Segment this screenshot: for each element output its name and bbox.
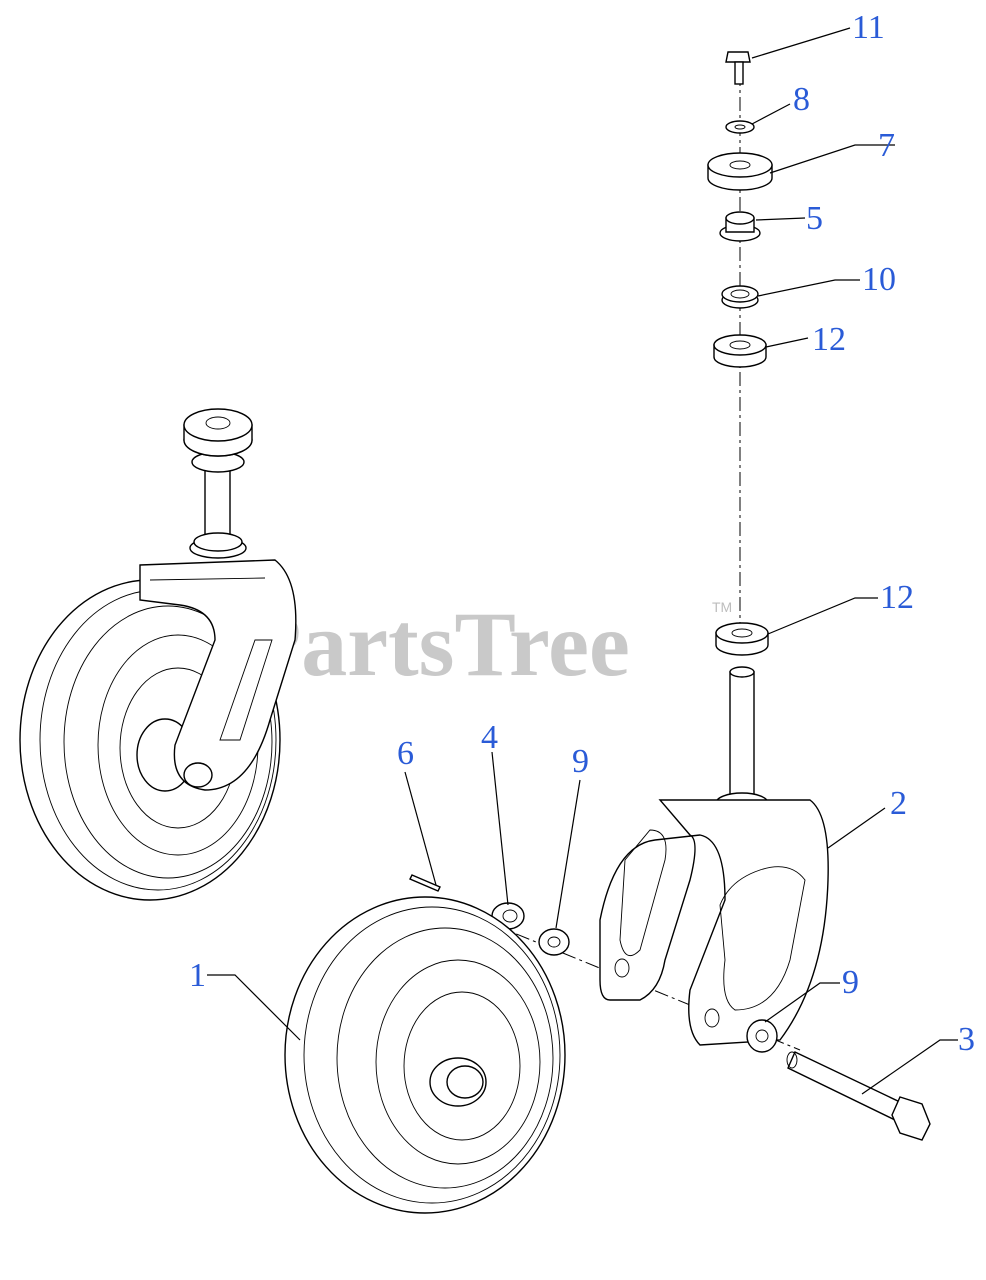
hex-bolt-11	[725, 51, 751, 85]
assembled-caster	[19, 408, 297, 901]
watermark-trademark: TM	[712, 599, 732, 615]
watermark-text: PartsTree	[245, 593, 630, 695]
outer-spacer-9	[746, 1019, 778, 1053]
callout-11[interactable]: 11	[852, 9, 885, 46]
callout-1[interactable]: 1	[189, 957, 206, 994]
fork-spindle	[729, 671, 755, 803]
wheel-assembly-1	[284, 896, 566, 1214]
assembled-cap	[183, 408, 253, 442]
callout-9-outer[interactable]: 9	[842, 964, 859, 1001]
seal-10	[721, 285, 759, 309]
lower-bearing-12	[715, 622, 769, 656]
cotter-pin-6	[409, 874, 441, 892]
watermark: PartsTree TM	[245, 593, 732, 695]
callout-7[interactable]: 7	[878, 127, 895, 164]
flange-nut-5	[719, 211, 761, 242]
axle-bolt-3	[786, 1051, 931, 1141]
assembled-axle-nut	[183, 762, 213, 788]
inner-spacer-9	[538, 928, 570, 956]
caster-fork-2	[599, 666, 829, 1046]
dust-cap-7	[707, 152, 773, 191]
callout-12-lower[interactable]: 12	[880, 579, 914, 616]
callout-2[interactable]: 2	[890, 785, 907, 822]
callout-12-upper[interactable]: 12	[812, 321, 846, 358]
callout-5[interactable]: 5	[806, 200, 823, 237]
callout-10[interactable]: 10	[862, 261, 896, 298]
callout-4[interactable]: 4	[481, 719, 498, 756]
upper-bearing-12	[713, 334, 767, 368]
washer-8	[725, 120, 755, 134]
assembled-fork	[139, 559, 297, 791]
callouts: 11 8 7 5 10 12 12 2 9 4 6 1 9 3	[189, 9, 975, 1058]
callout-3[interactable]: 3	[958, 1021, 975, 1058]
callout-9-inner[interactable]: 9	[572, 743, 589, 780]
assembled-spindle	[204, 464, 231, 546]
callout-8[interactable]: 8	[793, 81, 810, 118]
callout-6[interactable]: 6	[397, 735, 414, 772]
leader-lines	[207, 27, 958, 1095]
